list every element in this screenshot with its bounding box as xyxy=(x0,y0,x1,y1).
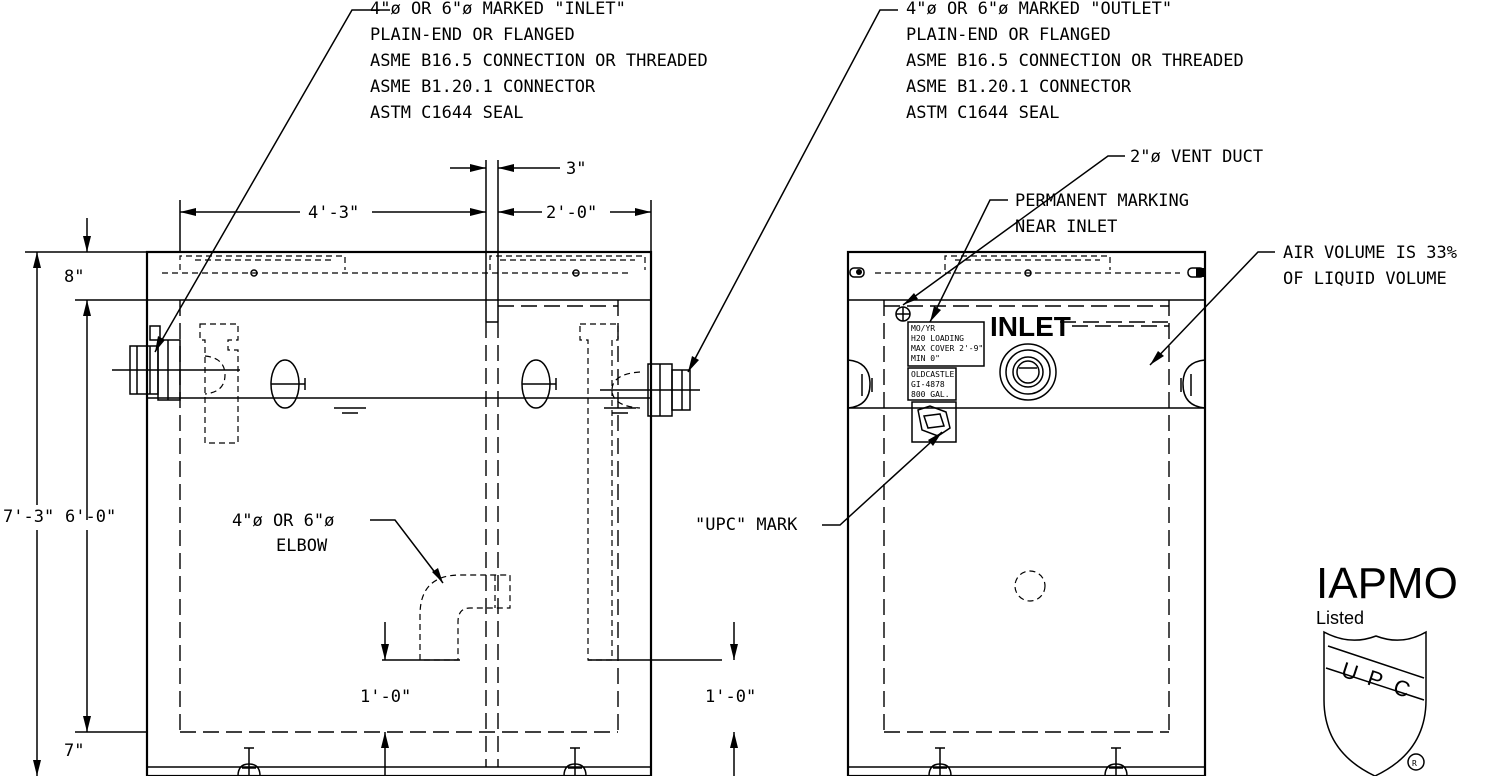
right-lug-right xyxy=(1187,267,1205,278)
svg-text:MAX COVER 2'-9": MAX COVER 2'-9" xyxy=(911,344,983,353)
dim-top-left: 4'-3" xyxy=(308,203,359,223)
left-tank-body xyxy=(145,250,653,776)
left-handle-2 xyxy=(521,359,557,409)
outlet-tee xyxy=(579,323,619,661)
elbow-note-line1: 4"ø OR 6"ø xyxy=(232,511,334,531)
left-cover-frame-left xyxy=(179,255,346,270)
upc-shield-icon xyxy=(1323,630,1427,776)
right-lug-left xyxy=(849,267,865,278)
marking-note-line1: PERMANENT MARKING xyxy=(1015,191,1189,211)
svg-text:R: R xyxy=(1412,759,1417,768)
outlet-note-line5: ASTM C1644 SEAL xyxy=(906,103,1060,123)
air-note-line1: AIR VOLUME IS 33% xyxy=(1283,243,1457,263)
dim-overall: 7'-3" xyxy=(3,507,54,527)
inlet-note-line3: ASME B16.5 CONNECTION OR THREADED xyxy=(370,51,708,71)
dim-bottom-right: 1'-0" xyxy=(705,687,756,707)
marking-plate: MO/YR H20 LOADING MAX COVER 2'-9" MIN 0" xyxy=(907,321,985,367)
inlet-label: INLET xyxy=(990,311,1071,342)
left-foot-2 xyxy=(563,747,587,776)
inlet-pipe-end xyxy=(999,343,1057,401)
right-plan-view: 2"ø VENT DUCT MO/YR H20 LOADING MAX COVE… xyxy=(695,0,1457,776)
outlet-note-line1: 4"ø OR 6"ø MARKED "OUTLET" xyxy=(906,0,1172,19)
svg-text:H20 LOADING: H20 LOADING xyxy=(911,334,964,343)
outlet-hidden xyxy=(1014,570,1046,602)
left-foot-1 xyxy=(237,747,261,776)
svg-text:U: U xyxy=(1338,657,1361,686)
left-handle-1 xyxy=(270,359,306,409)
svg-text:C: C xyxy=(1390,674,1413,703)
dim-cover: 8" xyxy=(64,267,84,287)
vent-note: 2"ø VENT DUCT xyxy=(1130,147,1263,167)
outlet-note-line4: ASME B1.20.1 CONNECTOR xyxy=(906,77,1132,97)
inlet-tee xyxy=(199,323,239,444)
left-cover-frame-right xyxy=(489,255,646,270)
marking-note-line2: NEAR INLET xyxy=(1015,217,1117,237)
elbow-pipe xyxy=(419,574,511,661)
vent-duct xyxy=(895,306,911,322)
marking-plate-2: OLDCASTLE GI-4878 800 GAL. xyxy=(907,367,957,401)
right-foot-2 xyxy=(1104,747,1128,776)
outlet-note-line3: ASME B16.5 CONNECTION OR THREADED xyxy=(906,51,1244,71)
elbow-note-line2: ELBOW xyxy=(276,536,328,556)
svg-text:OLDCASTLE: OLDCASTLE xyxy=(911,370,955,379)
inlet-note-line1: 4"ø OR 6"ø MARKED "INLET" xyxy=(370,0,626,19)
outlet-note-line2: PLAIN-END OR FLANGED xyxy=(906,25,1111,45)
logo-listed: Listed xyxy=(1316,608,1364,628)
air-note-line2: OF LIQUID VOLUME xyxy=(1283,269,1447,289)
inlet-note-line2: PLAIN-END OR FLANGED xyxy=(370,25,575,45)
dim-base: 7" xyxy=(64,741,84,761)
svg-text:P: P xyxy=(1364,665,1386,693)
upc-mark-note: "UPC" MARK xyxy=(695,515,798,535)
left-cover-bolt-2 xyxy=(572,269,580,277)
left-cover-bolt-1 xyxy=(250,269,258,277)
outlet-coupling xyxy=(600,363,700,417)
left-elevation-view: 4'-3" 3" 2'-0" 8" 6'-0" 7'-3" 7" xyxy=(3,0,898,776)
dim-top-mid: 3" xyxy=(566,159,586,179)
right-tank-body xyxy=(846,250,1207,776)
dim-top-right: 2'-0" xyxy=(546,203,597,223)
svg-text:MO/YR: MO/YR xyxy=(911,324,935,333)
dim-bottom-left: 1'-0" xyxy=(360,687,411,707)
inlet-note-line4: ASME B1.20.1 CONNECTOR xyxy=(370,77,596,97)
iapmo-logo: IAPMO Listed U P C R xyxy=(1316,559,1458,776)
dim-liquid: 6'-0" xyxy=(65,507,116,527)
inlet-coupling xyxy=(112,325,240,401)
inlet-note-line5: ASTM C1644 SEAL xyxy=(370,103,524,123)
svg-text:GI-4878: GI-4878 xyxy=(911,380,945,389)
right-foot-1 xyxy=(928,747,952,776)
logo-brand: IAPMO xyxy=(1316,559,1458,608)
svg-text:MIN 0": MIN 0" xyxy=(911,354,940,363)
svg-text:800 GAL.: 800 GAL. xyxy=(911,390,950,399)
